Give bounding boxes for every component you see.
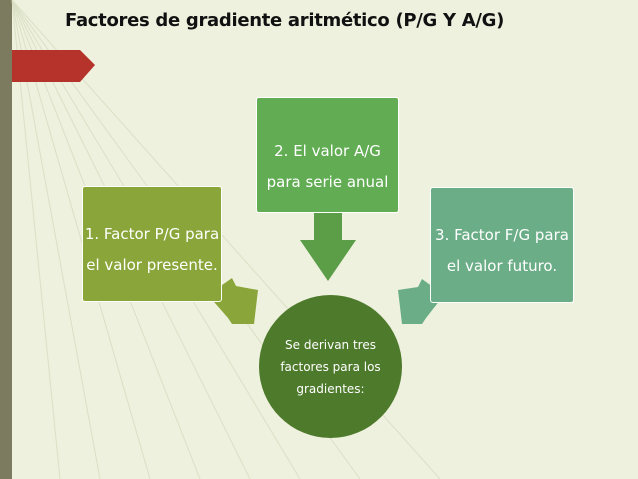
left-bar bbox=[0, 0, 12, 479]
red-accent-shape bbox=[12, 50, 95, 82]
factor-fg-label: 3. Factor F/G para el valor futuro. bbox=[435, 226, 569, 275]
factor-pg-label: 1. Factor P/G para el valor presente. bbox=[84, 225, 220, 274]
valor-ag-box: 2. El valor A/G para serie anual bbox=[256, 97, 399, 213]
factor-pg-box: 1. Factor P/G para el valor presente. bbox=[82, 186, 222, 302]
center-circle: Se derivan tres factores para los gradie… bbox=[259, 295, 402, 438]
factor-fg-box: 3. Factor F/G para el valor futuro. bbox=[430, 187, 574, 303]
valor-ag-label: 2. El valor A/G para serie anual bbox=[266, 142, 389, 191]
arrow-down-icon bbox=[300, 213, 356, 281]
page-title: Factores de gradiente aritmético (P/G Y … bbox=[65, 10, 504, 31]
center-label: Se derivan tres factores para los gradie… bbox=[280, 337, 381, 396]
